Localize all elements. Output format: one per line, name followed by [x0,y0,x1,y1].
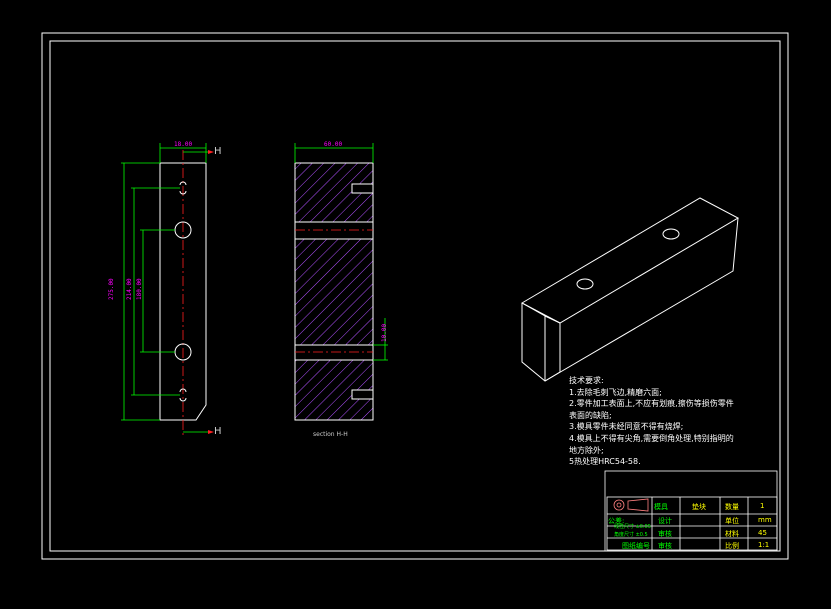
dim-right-section: 10.00 [381,323,388,342]
note-line: 5热处理HRC54-58. [569,457,641,467]
tb-checker-label: 审核 [658,530,672,538]
dim-total-height: 275.00 [108,278,115,300]
tb-material-value: 45 [758,529,767,537]
isometric-view [520,197,740,382]
section-label-bottom: H [214,426,222,437]
tb-qty: 1 [760,502,765,510]
tb-scale-label: 比例 [725,542,739,550]
note-line: 地方除外; [569,445,604,455]
tb-material-label: 材料 [725,530,739,538]
dim-mid2: 180.00 [136,278,143,300]
dim-top-width-section: 60.00 [324,141,343,148]
tb-designer-label: 设计 [658,517,672,525]
tb-approve-label: 审核 [658,542,672,550]
dim-mid1: 214.00 [126,278,133,300]
tb-part-name: 垫块 [692,503,706,511]
front-view [121,143,214,435]
tb-tol-2: 角度尺寸 ±0.5 [614,532,648,538]
tb-tol-1: 线性尺寸 ±0.05 [614,524,651,530]
tb-qty-label: 数量 [725,503,739,511]
tb-scale-value: 1:1 [758,541,770,549]
sheet-border-outer [41,32,789,560]
tb-drawing-no: 图纸编号 [622,542,650,550]
tb-company: 模具 [654,503,668,511]
section-caption: section H-H [313,431,348,438]
projection-symbol [613,498,649,512]
note-line: 技术要求: [569,376,604,385]
note-line: 4.模具上不得有尖角,需要倒角处理,特别指明的 [569,433,734,443]
note-line: 3.模具零件未经同意不得有烧焊; [569,422,684,432]
note-line: 1.去除毛刺飞边,精磨六面; [569,387,662,397]
section-view [294,143,388,421]
tb-unit-label: 单位 [725,517,739,525]
dim-top-width-front: 18.00 [174,141,193,148]
tb-tolerance-label: 公差: [608,517,625,525]
technical-notes: 技术要求: 1.去除毛刺飞边,精磨六面; 2.零件加工表面上,不应有划痕,擦伤等… [569,375,769,468]
title-block [604,470,778,552]
section-label-top: H [214,146,222,157]
note-line: 表面的缺陷; [569,410,612,420]
note-line: 2.零件加工表面上,不应有划痕,擦伤等损伤零件 [569,399,734,409]
sheet-border-inner [49,40,781,552]
tb-unit-value: mm [758,516,772,524]
